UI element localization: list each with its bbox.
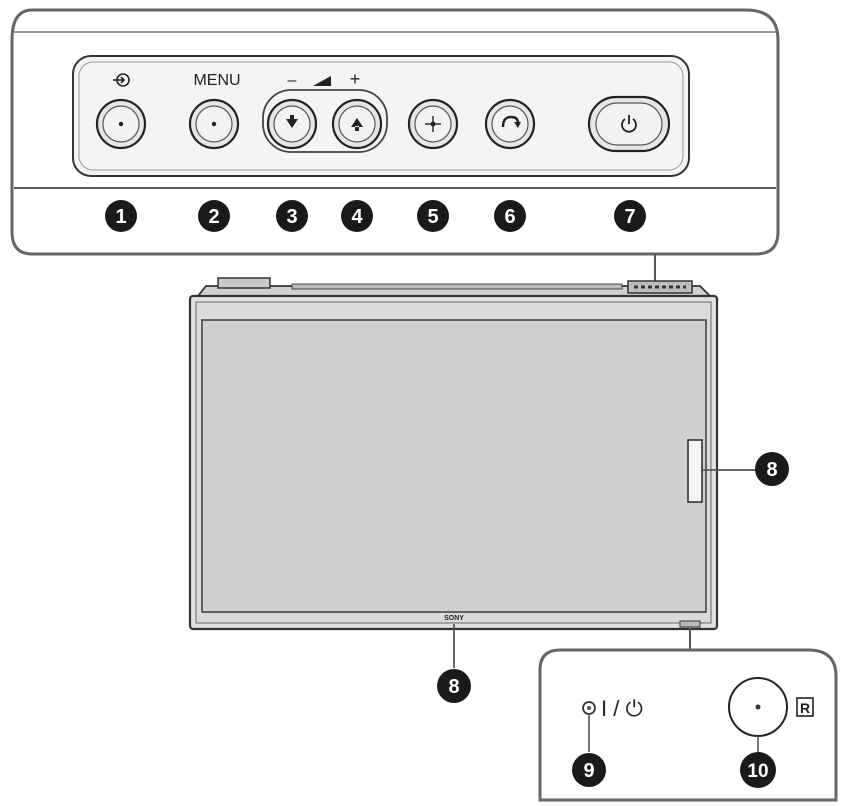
- arrow-down-icon: [286, 115, 298, 128]
- svg-text:3: 3: [286, 206, 297, 228]
- remote-sensor-icon: R: [796, 697, 814, 717]
- volume-down-button[interactable]: [266, 98, 318, 150]
- power-standby-label: I / ⏻: [601, 696, 643, 721]
- svg-text:7: 7: [624, 206, 635, 228]
- return-button[interactable]: [484, 98, 536, 150]
- callout-badge-4: 4: [341, 200, 373, 232]
- tv-screen: [201, 319, 707, 613]
- volume-wedge-icon: [313, 76, 331, 86]
- callout-badge-6: 6: [494, 200, 526, 232]
- volume-up-button[interactable]: [331, 98, 383, 150]
- svg-text:4: 4: [351, 206, 363, 228]
- callout-badge-7: 7: [614, 200, 646, 232]
- callout-badge-1: 1: [105, 200, 137, 232]
- power-led: [582, 701, 596, 715]
- callout-badge-8-side: 8: [755, 452, 789, 486]
- input-icon: [113, 73, 130, 87]
- indicator-strip: [679, 620, 701, 628]
- top-button-strip: [627, 280, 693, 294]
- dot-icon: [118, 121, 124, 127]
- svg-text:6: 6: [504, 206, 515, 228]
- svg-text:8: 8: [448, 676, 459, 698]
- volume-minus-label: –: [288, 72, 297, 89]
- sony-logo: SONY: [444, 615, 464, 622]
- indicator-panel: I / ⏻ R 9 10: [538, 648, 838, 802]
- svg-text:5: 5: [427, 206, 438, 228]
- callout-badge-3: 3: [276, 200, 308, 232]
- callout-badge-5: 5: [417, 200, 449, 232]
- svg-text:9: 9: [583, 760, 594, 782]
- volume-plus-label: +: [350, 69, 361, 89]
- remote-sensor: [728, 677, 788, 737]
- top-control-panel: MENU – +: [10, 8, 780, 256]
- menu-button[interactable]: [188, 98, 240, 150]
- svg-text:2: 2: [208, 206, 219, 228]
- menu-label: MENU: [193, 72, 240, 89]
- callout-badge-9: 9: [572, 753, 606, 787]
- svg-text:10: 10: [747, 761, 768, 782]
- svg-text:8: 8: [766, 459, 777, 481]
- tv-body: SONY: [188, 277, 719, 631]
- crosshair-icon: [425, 116, 441, 132]
- callout-badge-2: 2: [198, 200, 230, 232]
- return-icon: [501, 115, 521, 128]
- callout-badge-8-logo: 8: [437, 669, 471, 703]
- power-button[interactable]: [587, 95, 671, 153]
- svg-text:R: R: [800, 700, 810, 716]
- enter-button[interactable]: [407, 98, 459, 150]
- callout-badge-10: 10: [740, 752, 776, 788]
- dot-icon: [211, 121, 217, 127]
- arrow-up-icon: [351, 118, 363, 131]
- side-light-sensor: [687, 439, 703, 503]
- input-button[interactable]: [95, 98, 147, 150]
- power-icon: [621, 115, 637, 133]
- svg-text:1: 1: [115, 206, 126, 228]
- callout-badges-top: 1 2 3 4 5 6 7: [105, 200, 646, 232]
